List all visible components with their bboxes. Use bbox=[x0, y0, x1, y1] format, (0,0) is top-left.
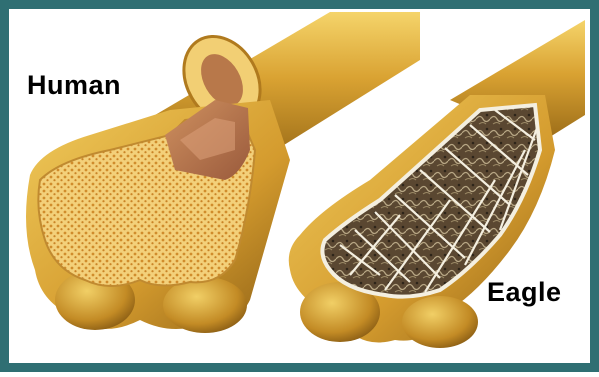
eagle-bone-knob-right bbox=[402, 296, 478, 348]
human-label: Human bbox=[27, 70, 121, 101]
eagle-label: Eagle bbox=[487, 277, 562, 308]
